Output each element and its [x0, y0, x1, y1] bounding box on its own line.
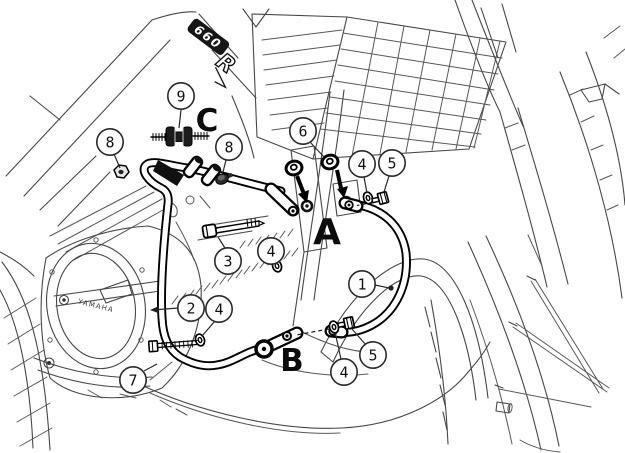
clamp-bracket — [153, 160, 184, 186]
mount-label-a: A — [313, 212, 341, 253]
callout-7-circle — [119, 365, 148, 394]
engine-cases: YAMAHA — [40, 225, 202, 399]
callout-4-mid-label: 4 — [266, 243, 275, 261]
callout-3-label: 3 — [223, 253, 232, 271]
logo-plate — [187, 18, 230, 55]
callout-4-lower-left-label: 4 — [214, 301, 223, 319]
rubber-buffer-part — [150, 126, 210, 147]
callout-5-upper-circle — [377, 149, 406, 178]
model-logo: 660 R — [187, 18, 240, 89]
clamp-left — [182, 155, 204, 179]
front-fender — [320, 258, 489, 445]
front-fork — [454, 0, 569, 288]
spacer-sleeve-part — [284, 159, 304, 177]
callout-8-left-circle — [96, 128, 125, 157]
callout-4-mid-circle — [256, 237, 285, 266]
bolt-axis-dash-upper — [356, 200, 381, 207]
bolt-axis-dash-lower — [295, 328, 330, 336]
callout-5-lower-label: 5 — [368, 347, 377, 365]
callout-1-label: 1 — [357, 276, 366, 294]
callout-6-circle — [288, 117, 317, 146]
mount-letters: A B C — [196, 103, 341, 379]
callout-4-bottom-label: 4 — [339, 364, 348, 382]
callout-2-circle — [177, 293, 206, 322]
callout-9-label: 9 — [176, 88, 185, 106]
mount-arrow-right — [335, 169, 348, 198]
washer-part — [194, 333, 206, 347]
callout-4-upper-label: 4 — [357, 156, 366, 174]
front-tire-sidewall — [559, 25, 625, 299]
callout-6-label: 6 — [298, 123, 307, 141]
rear-wheel — [0, 251, 53, 451]
front-wheel-spokes — [467, 234, 610, 453]
callout-5-upper-label: 5 — [387, 155, 396, 173]
mount-label-b: B — [280, 343, 304, 379]
button-bolt-part — [215, 172, 233, 185]
callout-8-right-circle — [215, 133, 244, 162]
radiator-grille — [251, 13, 507, 160]
callout-4-upper-circle — [347, 150, 376, 179]
skid-plate — [136, 330, 491, 434]
callout-8-left-label: 8 — [105, 134, 114, 152]
callout-5-lower-circle — [358, 340, 387, 369]
mount-label-c: C — [196, 103, 219, 139]
callout-4-bottom-circle — [329, 357, 358, 386]
hex-bolt-part — [370, 190, 390, 206]
washer-part — [362, 191, 374, 205]
callouts: 9 8 8 6 4 5 3 4 2 4 7 1 5 4 — [96, 82, 406, 394]
callout-2-label: 2 — [186, 300, 195, 318]
callout-3-circle — [214, 247, 243, 276]
callout-7-label: 7 — [128, 372, 137, 390]
long-socket-bolt-part — [201, 218, 266, 239]
callout-8-right-label: 8 — [224, 139, 233, 157]
hex-bolt-part — [336, 316, 356, 330]
front-hoop-tube — [334, 199, 411, 337]
callout-9-circle — [167, 82, 196, 111]
callout-4-lower-left-circle — [205, 294, 234, 323]
mount-arrow-left — [295, 175, 309, 203]
hex-nut-part — [113, 164, 130, 179]
callout-1-circle — [347, 269, 376, 298]
long-hex-bolt-part — [147, 339, 198, 353]
clamp-right — [200, 163, 222, 187]
spacer-sleeve-part — [320, 153, 340, 171]
washer-part — [328, 320, 340, 334]
